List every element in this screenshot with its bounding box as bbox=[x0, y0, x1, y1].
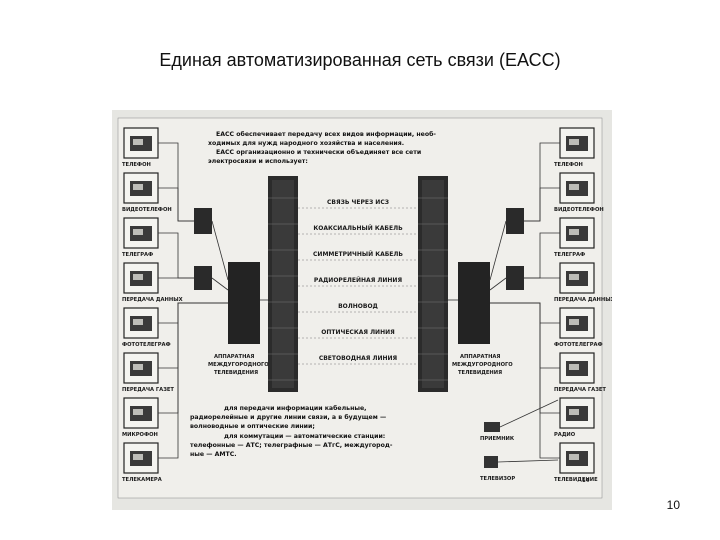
page-number: 10 bbox=[667, 498, 680, 512]
device-label: ТЕЛЕКАМЕРА bbox=[122, 477, 162, 483]
link-type-label: ВОЛНОВОД bbox=[338, 303, 378, 310]
note-line: ные — АМТС. bbox=[190, 451, 237, 458]
device-label: ТЕЛЕГРАФ bbox=[122, 252, 153, 258]
trunk-tower-left bbox=[268, 176, 298, 392]
right-device: ТЕЛЕВИДЕНИЕ bbox=[554, 443, 598, 483]
intro-line: электросвязи и использует: bbox=[208, 158, 308, 165]
left-device: ТЕЛЕГРАФ bbox=[122, 218, 158, 258]
intro-line: ходимых для нужд народного хозяйства и н… bbox=[208, 139, 404, 147]
note-line: радиорелейные и другие линии связи, а в … bbox=[190, 413, 386, 421]
device-label: ПЕРЕДАЧА ДАННЫХ bbox=[122, 297, 183, 303]
device-label: ТЕЛЕФОН bbox=[554, 162, 583, 168]
link-type-label: СИММЕТРИЧНЫЙ КАБЕЛЬ bbox=[313, 250, 403, 258]
note-line: для коммутации — автоматические станции: bbox=[224, 433, 385, 440]
device-label: ВИДЕОТЕЛЕФОН bbox=[122, 207, 172, 213]
device-label: ТЕЛЕВИДЕНИЕ bbox=[554, 477, 598, 483]
link-type-label: СВЕТОВОДНАЯ ЛИНИЯ bbox=[319, 355, 398, 362]
equipment-line: АППАРАТНАЯ bbox=[460, 354, 500, 360]
scanned-diagram: ЕАСС обеспечивает передачу всех видов ин… bbox=[112, 110, 612, 510]
tv-label: ТЕЛЕВИЗОР bbox=[480, 476, 515, 482]
device-label: ПЕРЕДАЧА ГАЗЕТ bbox=[122, 387, 174, 393]
equipment-line: МЕЖДУГОРОДНОГО bbox=[452, 362, 513, 368]
device-label: ТЕЛЕГРАФ bbox=[554, 252, 585, 258]
trunk-tower-right bbox=[418, 176, 448, 392]
device-label: ВИДЕОТЕЛЕФОН bbox=[554, 207, 604, 213]
left-device: ТЕЛЕКАМЕРА bbox=[122, 443, 162, 483]
diagram-svg: ЕАСС обеспечивает передачу всех видов ин… bbox=[112, 110, 612, 510]
concentrator-box bbox=[194, 208, 212, 234]
switching-station-left bbox=[228, 262, 260, 344]
device-label: ФОТОТЕЛЕГРАФ bbox=[554, 342, 603, 348]
device-label: РАДИО bbox=[554, 432, 576, 438]
intro-line: ЕАСС организационно и технически объедин… bbox=[216, 148, 421, 156]
note-line: волноводные и оптические линии; bbox=[190, 423, 315, 430]
concentrator-box bbox=[506, 266, 524, 290]
equipment-line: МЕЖДУГОРОДНОГО bbox=[208, 362, 269, 368]
concentrator-box bbox=[506, 208, 524, 234]
device-label: ФОТОТЕЛЕГРАФ bbox=[122, 342, 171, 348]
note-line: телефонные — АТС; телеграфные — АТгС, ме… bbox=[190, 441, 393, 449]
device-label: МИКРОФОН bbox=[122, 432, 158, 438]
switching-station-right bbox=[458, 262, 490, 344]
equipment-line: ТЕЛЕВИДЕНИЯ bbox=[214, 370, 258, 376]
link-type-label: РАДИОРЕЛЕЙНАЯ ЛИНИЯ bbox=[314, 276, 403, 284]
intro-line: ЕАСС обеспечивает передачу всех видов ин… bbox=[216, 130, 436, 138]
link-type-label: ОПТИЧЕСКАЯ ЛИНИЯ bbox=[321, 329, 395, 336]
receiver-label: ПРИЕМНИК bbox=[480, 436, 515, 442]
link-type-label: КОАКСИАЛЬНЫЙ КАБЕЛЬ bbox=[313, 224, 403, 232]
left-device: МИКРОФОН bbox=[122, 398, 158, 438]
concentrator-box bbox=[194, 266, 212, 290]
figure-number: 14 bbox=[582, 478, 590, 484]
slide-title: Единая автоматизированная сеть связи (ЕА… bbox=[0, 50, 720, 71]
equipment-line: АППАРАТНАЯ bbox=[214, 354, 254, 360]
device-label: ТЕЛЕФОН bbox=[122, 162, 151, 168]
link-type-label: СВЯЗЬ ЧЕРЕЗ ИСЗ bbox=[327, 199, 389, 206]
note-line: для передачи информации кабельные, bbox=[224, 404, 367, 412]
device-label: ПЕРЕДАЧА ГАЗЕТ bbox=[554, 387, 606, 393]
equipment-line: ТЕЛЕВИДЕНИЯ bbox=[458, 370, 502, 376]
device-label: ПЕРЕДАЧА ДАННЫХ bbox=[554, 297, 612, 303]
